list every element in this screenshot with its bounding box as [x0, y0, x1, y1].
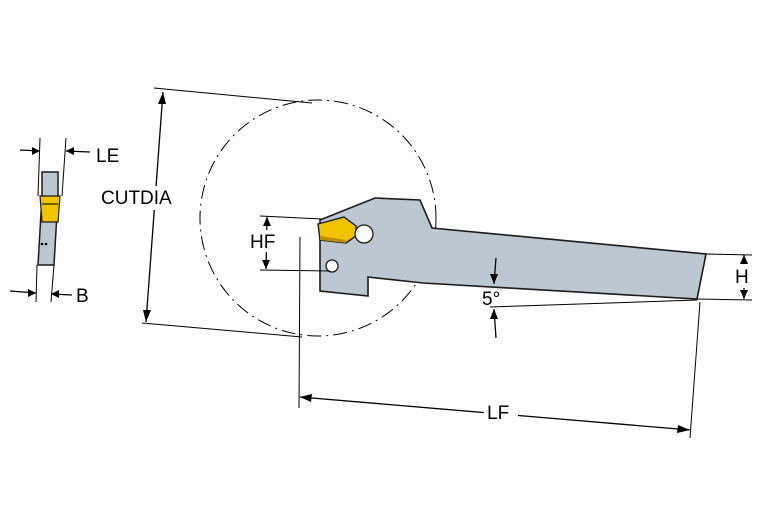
hf-arrow-top	[263, 217, 271, 226]
lf-label-bg	[484, 400, 518, 424]
cutting-insert-shadow	[320, 236, 346, 243]
hf-extension-top	[259, 215, 323, 220]
hf-label: HF	[250, 232, 275, 253]
h-arrow-bottom	[740, 290, 748, 299]
le-arrow-right	[66, 147, 74, 155]
side-view: LE B	[9, 137, 119, 307]
main-view: CUTDIA HF H 5° LF	[100, 87, 755, 439]
le-label: LE	[96, 146, 119, 167]
b-extension-right	[50, 264, 55, 303]
angle-label: 5°	[482, 289, 500, 310]
hf-extension-bottom	[259, 269, 331, 272]
h-label: H	[735, 267, 749, 288]
le-arrow-left	[32, 147, 40, 155]
cutdia-label: CUTDIA	[101, 188, 172, 209]
h-arrow-top	[740, 255, 748, 264]
side-view-dot	[44, 242, 48, 246]
screw-hole-icon	[325, 259, 339, 273]
b-extension-left	[35, 264, 38, 303]
side-view-dot	[40, 242, 44, 246]
b-arrow-left	[28, 289, 36, 297]
angle-arrowhead-lower	[490, 309, 498, 319]
lf-arrow-left	[300, 394, 312, 402]
tool-body	[319, 197, 707, 300]
lf-arrow-right	[677, 425, 690, 433]
hf-arrow-bottom	[262, 260, 270, 269]
h-extension-top	[705, 253, 753, 256]
le-extension-left	[37, 137, 41, 197]
cutdia-extension-bottom	[141, 322, 303, 338]
b-arrow-right	[51, 290, 59, 298]
cutdia-label-bg	[100, 186, 192, 210]
clamp-hole-icon	[354, 224, 374, 244]
hf-label-bg	[249, 230, 283, 252]
angle-arrowhead-upper	[490, 274, 498, 284]
cutdia-arrow-bottom	[143, 310, 151, 322]
h-label-bg	[733, 264, 755, 288]
cutdia-extension-top	[153, 87, 313, 104]
h-extension-bottom	[696, 298, 753, 301]
side-view-insert-icon	[39, 195, 61, 223]
lf-label: LF	[487, 403, 509, 424]
b-label: B	[76, 286, 89, 307]
lf-extension-left	[298, 236, 301, 409]
le-extension-right	[61, 137, 67, 197]
cutdia-arrow-top	[158, 92, 166, 104]
angle-reference-line	[489, 299, 698, 308]
cutting-diameter-circle	[199, 99, 437, 337]
lf-extension-right	[689, 301, 701, 439]
